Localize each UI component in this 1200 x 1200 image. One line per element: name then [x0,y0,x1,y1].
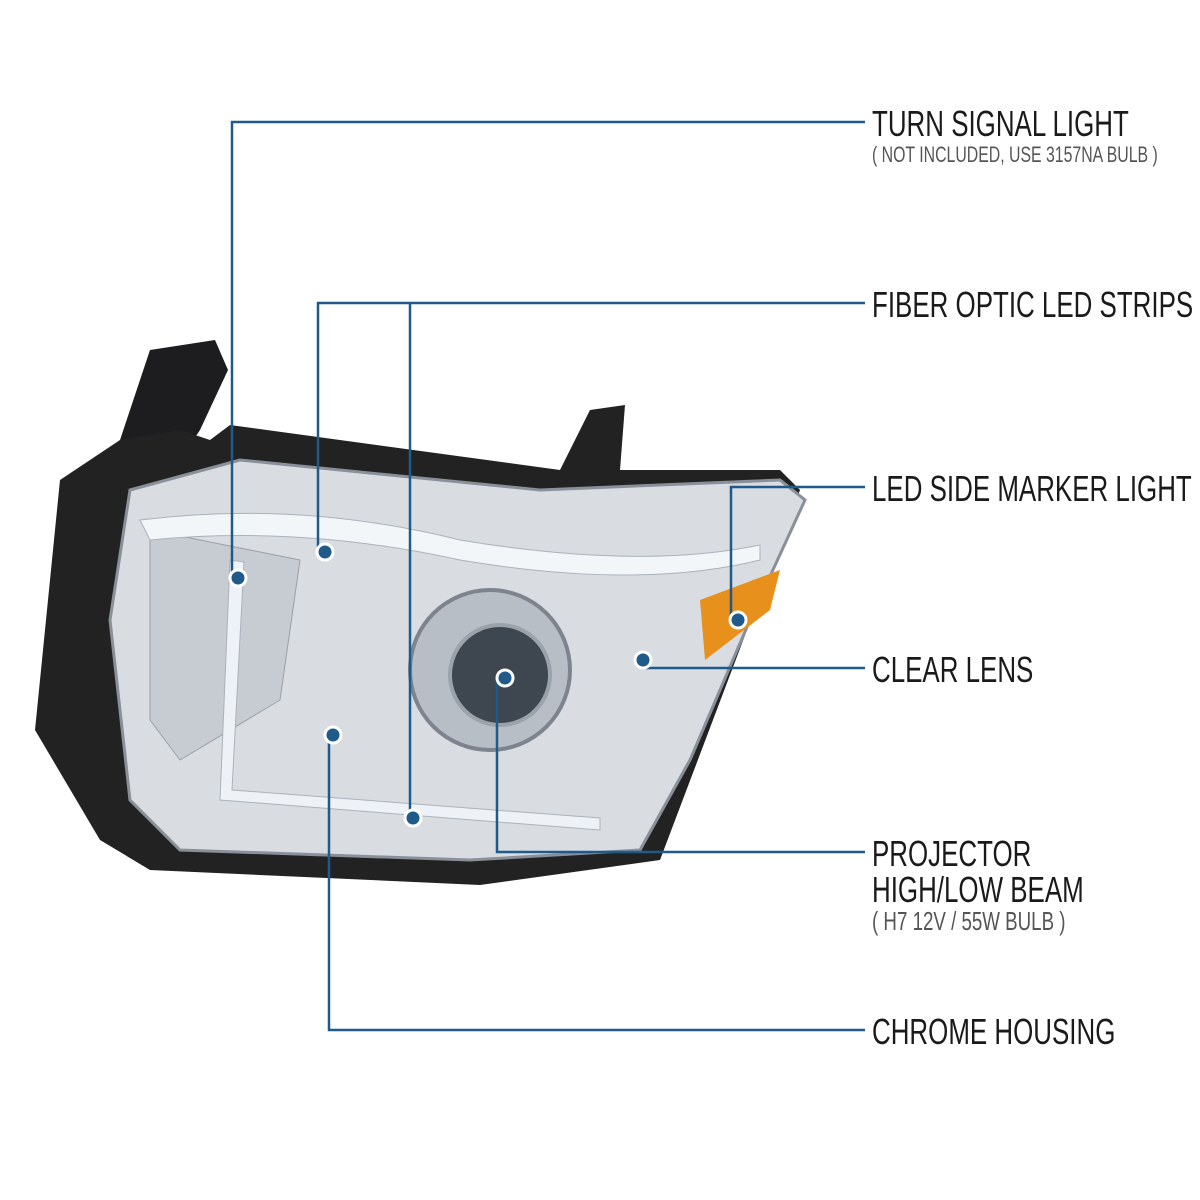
callout-chrome-housing: CHROME HOUSING [872,1014,1115,1050]
dot-side-marker [728,610,748,630]
fiber-optic-strip [139,512,761,576]
callout-side-marker: LED SIDE MARKER LIGHT [872,471,1192,507]
callout-projector: PROJECTOR HIGH/LOW BEAM ( H7 12V / 55W B… [872,833,1084,936]
callout-title: PROJECTOR [872,833,1032,874]
leader-chrome-housing [327,735,865,1032]
callout-clear-lens: CLEAR LENS [872,652,1033,688]
callout-title-line2: HIGH/LOW BEAM [872,869,1084,910]
callout-subtitle: ( NOT INCLUDED, USE 3157NA BULB ) [872,142,1158,167]
callout-title: FIBER OPTIC LED STRIPS [872,284,1194,325]
callout-dots [228,542,748,828]
callout-turn-signal: TURN SIGNAL LIGHT ( NOT INCLUDED, USE 31… [872,106,1158,168]
leader-projector [495,678,865,854]
dot-turn-signal [228,568,248,588]
dot-projector [495,668,515,688]
leader-turn-signal [230,120,865,578]
callout-title: LED SIDE MARKER LIGHT [872,468,1192,509]
dot-clear-lens [633,650,653,670]
leader-lines [230,120,865,1032]
leader-side-marker [729,485,865,620]
callout-title: CLEAR LENS [872,649,1034,690]
callout-fiber-optic: FIBER OPTIC LED STRIPS [872,287,1193,323]
callout-title: CHROME HOUSING [872,1011,1116,1052]
leader-fiber-optic-1 [316,301,865,552]
callout-title: TURN SIGNAL LIGHT [872,103,1129,144]
dot-chrome-housing [323,725,343,745]
dot-fiber-optic-2 [403,808,423,828]
callout-subtitle: ( H7 12V / 55W BULB ) [872,906,1066,936]
dot-fiber-optic-1 [315,542,335,562]
fiber-optic-strip-lower [219,559,601,831]
